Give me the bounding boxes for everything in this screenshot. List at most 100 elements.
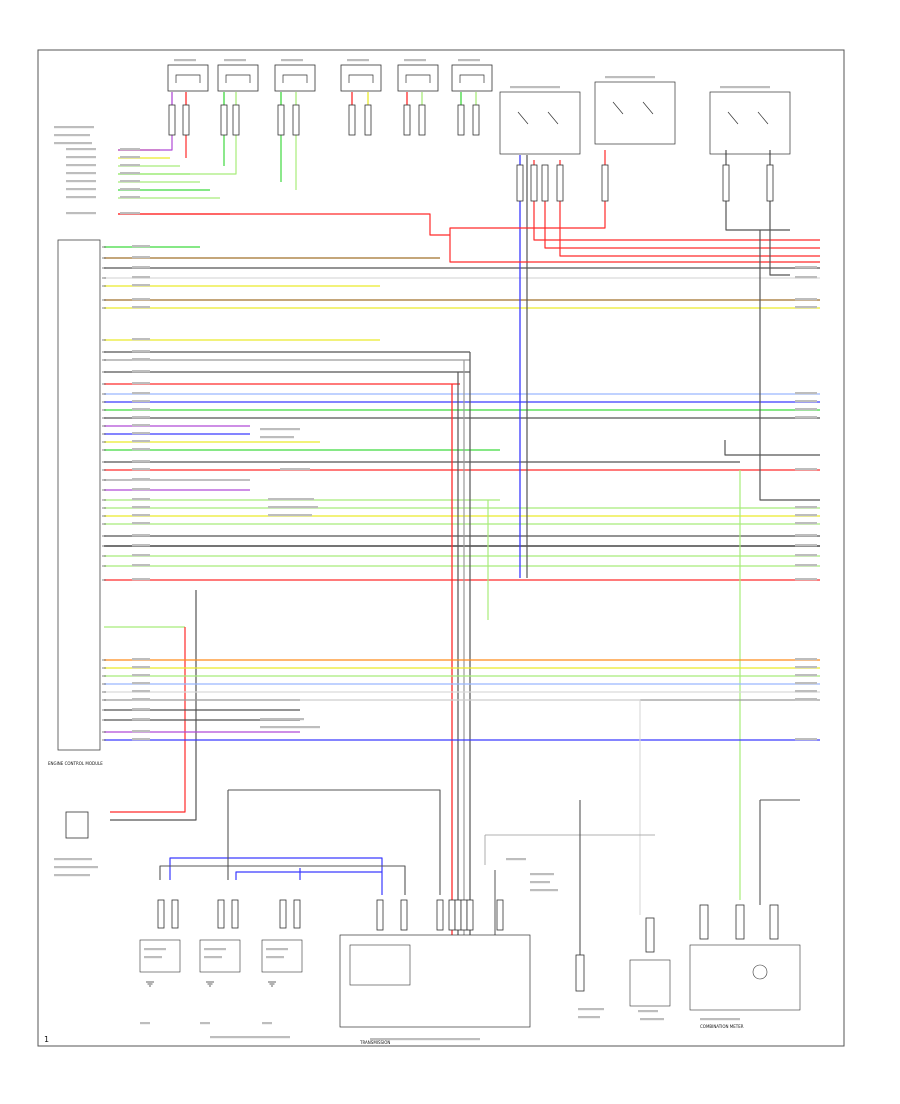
label-mark	[700, 1018, 740, 1021]
connector	[397, 64, 439, 92]
label-mark	[132, 468, 150, 471]
label-mark	[66, 212, 96, 215]
label-mark	[132, 284, 150, 287]
label-mark	[578, 1008, 604, 1011]
label-mark	[795, 276, 817, 279]
label-mark	[132, 276, 150, 279]
label-mark	[120, 212, 140, 215]
connector	[217, 64, 259, 92]
label-mark	[795, 544, 817, 547]
relay-switch	[517, 111, 559, 125]
label-mark	[120, 172, 140, 175]
label-mark	[795, 506, 817, 509]
connector	[530, 164, 538, 202]
label-mark	[54, 126, 94, 129]
connector	[340, 64, 382, 92]
label-mark	[132, 708, 150, 711]
label-mark	[795, 392, 817, 395]
label-mark	[266, 956, 284, 959]
connector	[454, 899, 462, 931]
label-mark	[204, 956, 222, 959]
label-mark	[132, 400, 150, 403]
label-mark	[120, 196, 140, 199]
label-mark	[66, 148, 96, 151]
label-mark	[132, 718, 150, 721]
label-mark	[260, 718, 304, 721]
label-mark	[132, 564, 150, 567]
label-mark	[260, 436, 294, 439]
connector	[460, 899, 468, 931]
connector	[232, 104, 240, 136]
connector	[448, 899, 456, 931]
label-mark	[266, 948, 288, 951]
connector	[601, 164, 609, 202]
label-mark	[54, 858, 92, 861]
label-mark	[795, 578, 817, 581]
label-mark	[720, 86, 770, 89]
label-mark	[640, 1018, 664, 1021]
wire	[110, 590, 197, 821]
label-mark	[132, 666, 150, 669]
connector	[167, 64, 209, 92]
label-mark	[132, 416, 150, 419]
label-mark	[132, 338, 150, 341]
connector	[556, 164, 564, 202]
label-mark	[530, 873, 554, 876]
label-mark	[66, 172, 96, 175]
label-mark	[132, 266, 150, 269]
connector	[575, 954, 585, 992]
label-mark	[530, 881, 550, 884]
connector	[293, 899, 301, 929]
label-mark	[458, 59, 480, 62]
label-mark	[66, 164, 96, 167]
label-mark	[132, 506, 150, 509]
label-mark	[132, 730, 150, 733]
sensor-box	[139, 939, 181, 973]
label-mark	[795, 468, 817, 471]
wire	[759, 230, 820, 501]
relay-switch	[727, 111, 769, 125]
label-mark	[132, 522, 150, 525]
diagram-frame	[37, 49, 845, 1047]
label-mark	[268, 506, 318, 509]
label-mark	[224, 59, 246, 62]
ecm-outline	[57, 239, 101, 751]
relay-switch	[612, 101, 654, 115]
wire	[725, 150, 790, 231]
label-mark	[132, 408, 150, 411]
sensor-box	[199, 939, 241, 973]
label-mark	[132, 256, 150, 259]
wire	[110, 627, 186, 813]
label-mark	[132, 382, 150, 385]
connector	[220, 104, 228, 136]
wire	[300, 699, 641, 915]
label-mark	[795, 534, 817, 537]
wire	[724, 440, 820, 456]
connector	[722, 164, 730, 202]
page-number: 1	[44, 1035, 49, 1044]
label-mark	[54, 134, 90, 137]
connector-coil	[405, 74, 431, 83]
label-mark	[578, 1016, 600, 1019]
label-mark	[132, 658, 150, 661]
label-mark	[795, 416, 817, 419]
connector	[418, 104, 426, 136]
wire	[118, 135, 237, 175]
connector	[274, 64, 316, 92]
connector	[168, 104, 176, 136]
transmission-box	[339, 934, 531, 1028]
label-mark	[144, 948, 166, 951]
label-mark	[144, 956, 162, 959]
connector	[400, 899, 408, 931]
wire-layer	[104, 92, 820, 955]
label-mark	[132, 690, 150, 693]
label-mark	[795, 564, 817, 567]
label-mark	[66, 188, 96, 191]
connector	[376, 899, 384, 931]
connector	[182, 104, 190, 136]
wire	[559, 160, 820, 257]
label-mark	[132, 544, 150, 547]
label-mark	[120, 148, 140, 151]
